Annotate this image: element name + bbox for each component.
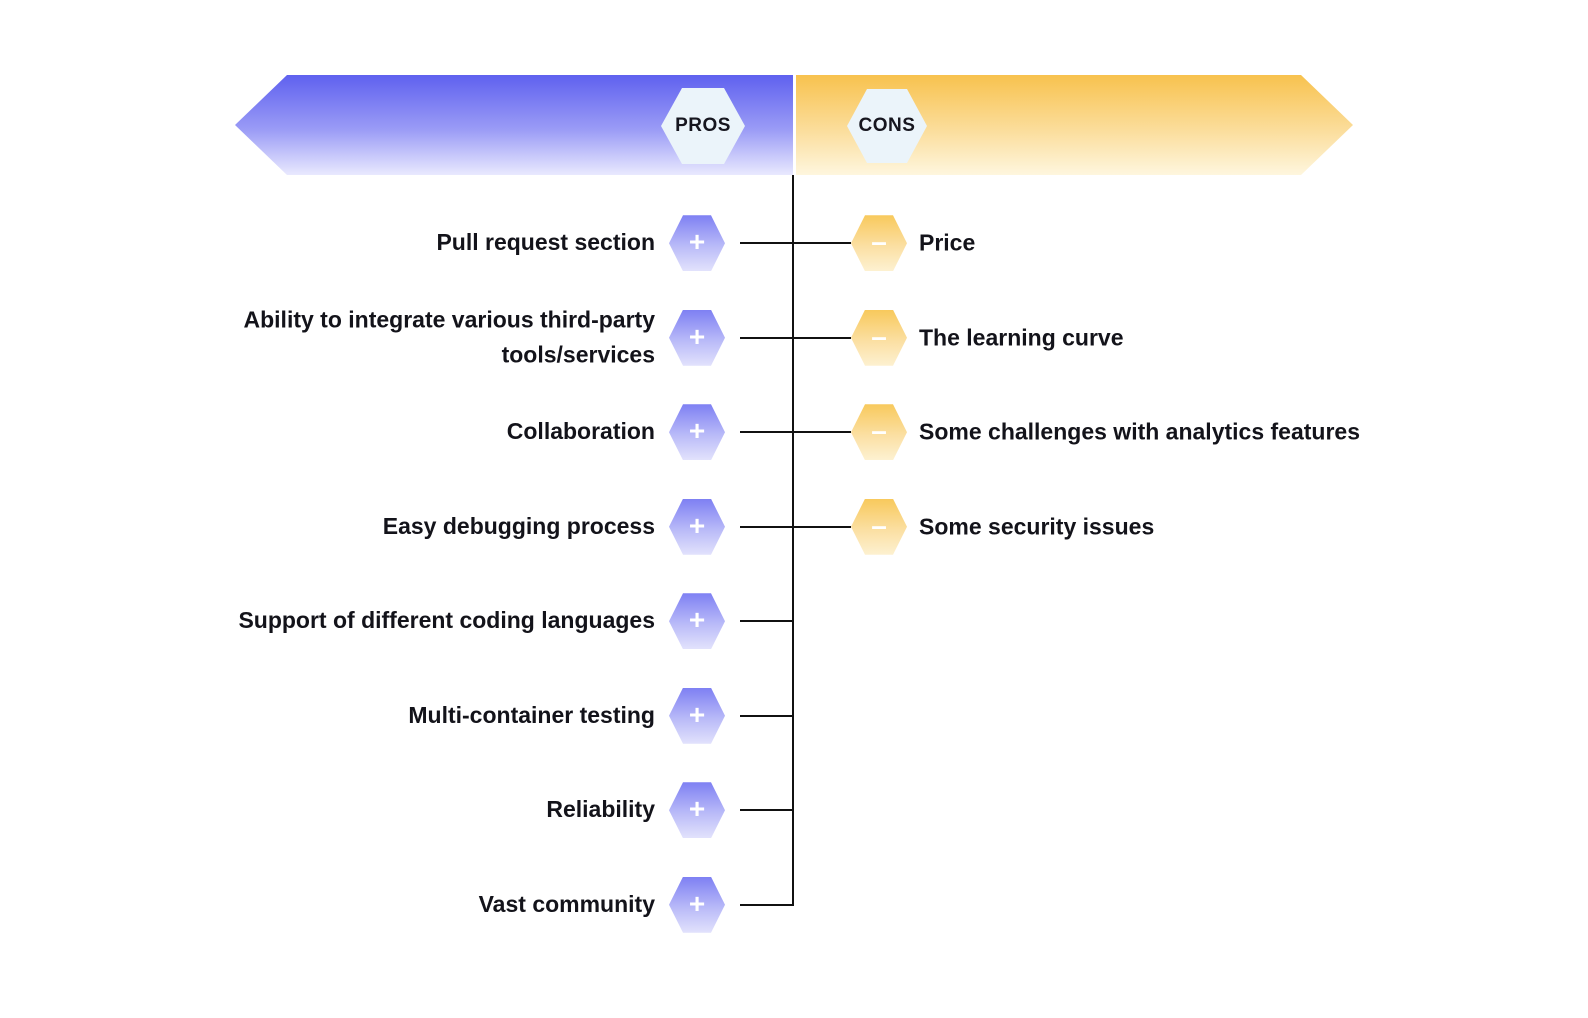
con-item-label: Price (919, 229, 976, 256)
comparison-row: Vast community + (0, 858, 1588, 953)
plus-icon: + (669, 404, 725, 461)
pro-item-label: Collaboration (506, 418, 655, 445)
plus-icon: + (669, 498, 725, 555)
minus-icon: – (851, 309, 907, 366)
connector-line (740, 620, 794, 623)
pro-item-label: Vast community (478, 890, 655, 917)
plus-icon: + (669, 782, 725, 839)
minus-glyph: – (871, 509, 887, 541)
plus-glyph: + (688, 887, 706, 919)
plus-glyph: + (688, 226, 706, 258)
comparison-rows: Pull request section + – Price Ability t… (0, 196, 1588, 952)
con-item-label: Some security issues (919, 513, 1155, 540)
plus-glyph: + (688, 698, 706, 730)
con-item-label: Some challenges with analytics features (919, 418, 1360, 445)
comparison-row: Collaboration + – Some challenges with a… (0, 385, 1588, 480)
comparison-row: Ability to integrate various third-party… (0, 291, 1588, 386)
plus-icon: + (669, 215, 725, 272)
plus-glyph: + (688, 320, 706, 352)
pro-item-label: Easy debugging process (382, 512, 655, 539)
plus-icon: + (669, 593, 725, 650)
pro-item-label: Reliability (546, 796, 655, 823)
minus-icon: – (851, 404, 907, 461)
pro-item-label: Ability to integrate various third-party… (243, 306, 656, 368)
comparison-row: Easy debugging process + – Some security… (0, 480, 1588, 575)
minus-glyph: – (871, 415, 887, 447)
con-item-label: The learning curve (919, 324, 1124, 351)
plus-glyph: + (688, 793, 706, 825)
pro-item-label: Multi-container testing (408, 701, 655, 728)
minus-icon: – (851, 498, 907, 555)
comparison-row: Multi-container testing + (0, 669, 1588, 764)
minus-icon: – (851, 215, 907, 272)
plus-glyph: + (688, 604, 706, 636)
plus-icon: + (669, 876, 725, 933)
comparison-row: Support of different coding languages + (0, 574, 1588, 669)
pros-badge-label: PROS (675, 115, 731, 136)
connector-line (740, 525, 851, 528)
comparison-row: Reliability + (0, 763, 1588, 858)
minus-glyph: – (871, 226, 887, 258)
plus-glyph: + (688, 415, 706, 447)
cons-badge-label: CONS (858, 115, 916, 136)
comparison-row: Pull request section + – Price (0, 196, 1588, 291)
connector-line (740, 903, 794, 906)
connector-line (740, 809, 794, 812)
connector-line (740, 431, 851, 434)
pro-item-label: Support of different coding languages (238, 607, 655, 634)
connector-line (740, 336, 851, 339)
plus-icon: + (669, 309, 725, 366)
pro-item-label: Pull request section (436, 229, 655, 256)
connector-line (740, 714, 794, 717)
minus-glyph: – (871, 320, 887, 352)
plus-icon: + (669, 687, 725, 744)
connector-line (740, 242, 851, 245)
center-spine-line (792, 175, 794, 906)
plus-glyph: + (688, 509, 706, 541)
